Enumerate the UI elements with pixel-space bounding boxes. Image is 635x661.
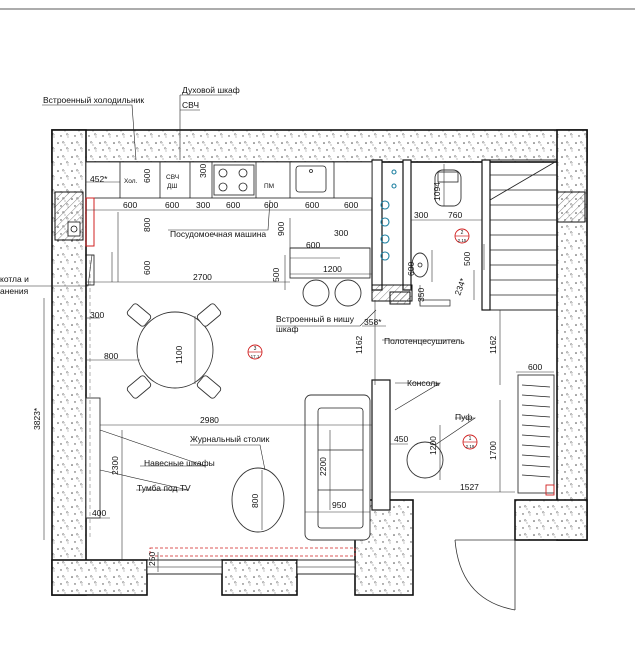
label-boiler-1: котла и bbox=[0, 274, 29, 284]
label-pouf: Пуф bbox=[455, 412, 472, 422]
label-dsh-short: ДШ bbox=[167, 183, 177, 190]
label-niche-1: Встроенный в нишу bbox=[276, 314, 355, 324]
dim-900: 900 bbox=[276, 222, 286, 236]
label-niche-2: шкаф bbox=[276, 324, 298, 334]
svg-text:1: 1 bbox=[469, 436, 472, 442]
dim-234: 234* bbox=[452, 276, 468, 297]
entrance-door-swing bbox=[454, 539, 516, 611]
dim-452: 452* bbox=[90, 174, 108, 184]
kitchen-island bbox=[289, 247, 371, 279]
dim-600-f: 600 bbox=[344, 200, 358, 210]
dim-1100: 1100 bbox=[174, 345, 184, 364]
dim-500: 500 bbox=[271, 268, 281, 282]
svg-text:2.15: 2.15 bbox=[458, 238, 467, 243]
dim-600-h: 600 bbox=[306, 240, 320, 250]
dim-800-b: 800 bbox=[104, 351, 118, 361]
svg-text:17.1: 17.1 bbox=[251, 354, 260, 359]
dim-600-j: 600 bbox=[528, 362, 542, 372]
dining-table bbox=[126, 303, 222, 399]
label-coffee-table: Журнальный столик bbox=[190, 434, 270, 444]
dim-600-a: 600 bbox=[123, 200, 137, 210]
dimension-lines bbox=[43, 164, 554, 572]
dim-2300: 2300 bbox=[110, 456, 120, 475]
label-microwave: СВЧ bbox=[182, 100, 199, 110]
bar-stool-left bbox=[302, 279, 330, 307]
label-boiler-2: анения bbox=[0, 286, 29, 296]
dim-1162-b: 1162 bbox=[488, 335, 498, 354]
room-tag-1: 1 2.19 bbox=[462, 434, 478, 450]
dim-600-c: 600 bbox=[226, 200, 240, 210]
dim-500-b: 500 bbox=[462, 252, 472, 266]
hallway-wardrobe bbox=[517, 374, 555, 496]
dim-300-b: 300 bbox=[334, 228, 348, 238]
svg-text:2.19: 2.19 bbox=[466, 444, 475, 449]
dim-1700: 1700 bbox=[488, 441, 498, 460]
label-pm-short: ПМ bbox=[264, 183, 274, 190]
dim-600-e: 600 bbox=[305, 200, 319, 210]
dim-950: 950 bbox=[332, 500, 346, 510]
dim-600-i: 600 bbox=[406, 262, 416, 276]
dim-1527: 1527 bbox=[460, 482, 479, 492]
dim-600-b: 600 bbox=[165, 200, 179, 210]
dim-1200-a: 1200 bbox=[323, 264, 342, 274]
label-console: Консоль bbox=[407, 378, 440, 388]
svg-text:2: 2 bbox=[461, 230, 464, 236]
label-oven: Духовой шкаф bbox=[182, 85, 240, 95]
room-tag-3: 3 17.1 bbox=[247, 344, 263, 360]
label-fridge-short: Хол. bbox=[124, 178, 138, 185]
dim-760: 760 bbox=[448, 210, 462, 220]
dim-2980: 2980 bbox=[200, 415, 219, 425]
dim-800-c: 800 bbox=[250, 494, 260, 508]
svg-text:3: 3 bbox=[254, 346, 257, 352]
dim-600-d: 600 bbox=[264, 200, 278, 210]
dim-300-d: 300 bbox=[90, 310, 104, 320]
dim-358: 358* bbox=[364, 317, 382, 327]
room-tag-2: 2 2.15 bbox=[454, 228, 470, 244]
dimension-texts: 452* 600 300 600 600 300 600 600 600 600… bbox=[32, 164, 542, 566]
label-svch-short: СВЧ bbox=[166, 174, 179, 181]
dim-300-c: 300 bbox=[414, 210, 428, 220]
dim-300-a: 300 bbox=[196, 200, 210, 210]
annotation-labels: Встроенный холодильник Духовой шкаф СВЧ … bbox=[0, 85, 472, 493]
dim-1162-a: 1162 bbox=[354, 335, 364, 354]
dim-1200-b: 1200 bbox=[428, 436, 438, 455]
window-bottom bbox=[146, 547, 356, 575]
bathroom-fixtures bbox=[380, 169, 462, 307]
stairs bbox=[489, 159, 558, 311]
dim-800: 800 bbox=[142, 218, 152, 232]
dim-2700: 2700 bbox=[193, 272, 212, 282]
bar-stool-right bbox=[334, 279, 362, 307]
label-builtin-fridge: Встроенный холодильник bbox=[43, 95, 144, 105]
dim-3823: 3823* bbox=[32, 407, 42, 430]
sofa bbox=[304, 394, 371, 541]
dim-2200: 2200 bbox=[318, 457, 328, 476]
label-towel-dryer: Полотенцесушитель bbox=[384, 336, 465, 346]
dim-250: 250 bbox=[147, 552, 157, 566]
tv-stand bbox=[85, 397, 101, 519]
label-wall-cabinets: Навесные шкафы bbox=[144, 458, 215, 468]
dim-1094: 1094 bbox=[432, 182, 442, 201]
label-tv-stand: Тумба под TV bbox=[137, 483, 191, 493]
dim-300-svch: 300 bbox=[198, 164, 208, 178]
coffee-table bbox=[231, 467, 285, 533]
dim-350: 350 bbox=[416, 288, 426, 302]
label-dishwasher: Посудомоечная машина bbox=[170, 229, 266, 239]
kitchen-counter bbox=[67, 161, 373, 247]
dim-600-g: 600 bbox=[142, 261, 152, 275]
dim-400: 400 bbox=[92, 508, 106, 518]
dim-450: 450 bbox=[394, 434, 408, 444]
dim-600-fridge: 600 bbox=[142, 169, 152, 183]
pouf bbox=[406, 441, 444, 479]
